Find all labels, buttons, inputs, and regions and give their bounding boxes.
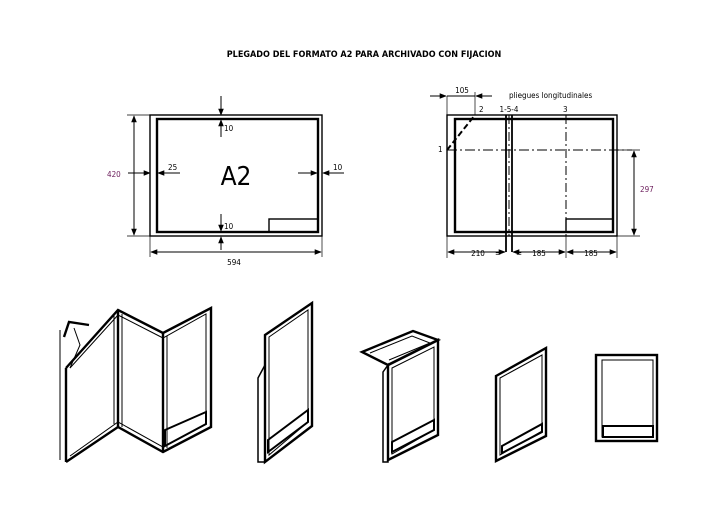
fold-2-label: 2 [479,105,484,114]
eq-1-label: = [495,249,501,258]
margin-left-label: 25 [168,163,177,172]
a2-margin-frame [155,117,320,234]
margin-bottom-label: 10 [224,222,234,231]
fold-line-2 [446,114,476,151]
title-block [565,218,614,233]
fold-3-label: 3 [563,105,568,114]
eq-2-label: = [516,249,522,258]
format-label: A2 [221,162,252,192]
fold-lines-drawing [430,92,640,258]
seg-210-label: 210 [471,249,485,258]
seg-185b-label: 185 [584,249,598,258]
width-dimension-label: 594 [227,258,241,267]
fold-step-4 [494,345,548,463]
fold-step-3 [359,329,442,463]
fold-1-label: 1 [438,145,443,154]
fold-step-1 [59,306,213,463]
fold-step-2 [257,300,314,465]
fold-label: pliegues longitudinales [509,91,592,100]
a2-sheet-drawing [127,96,344,257]
margin-top-label: 10 [224,124,234,133]
dim-105-label: 105 [455,86,469,95]
fold-step-5 [594,353,659,443]
sheet-outline [446,114,618,237]
height-dimension-label: 420 [107,170,121,179]
fold-154-label: 1-5-4 [500,105,519,114]
margin-right-label: 10 [333,163,343,172]
a2-title-block [268,218,319,233]
seg-185a-label: 185 [532,249,546,258]
height-297-label: 297 [640,185,654,194]
margin-frame [453,117,615,234]
page-title: PLEGADO DEL FORMATO A2 PARA ARCHIVADO CO… [227,50,502,60]
